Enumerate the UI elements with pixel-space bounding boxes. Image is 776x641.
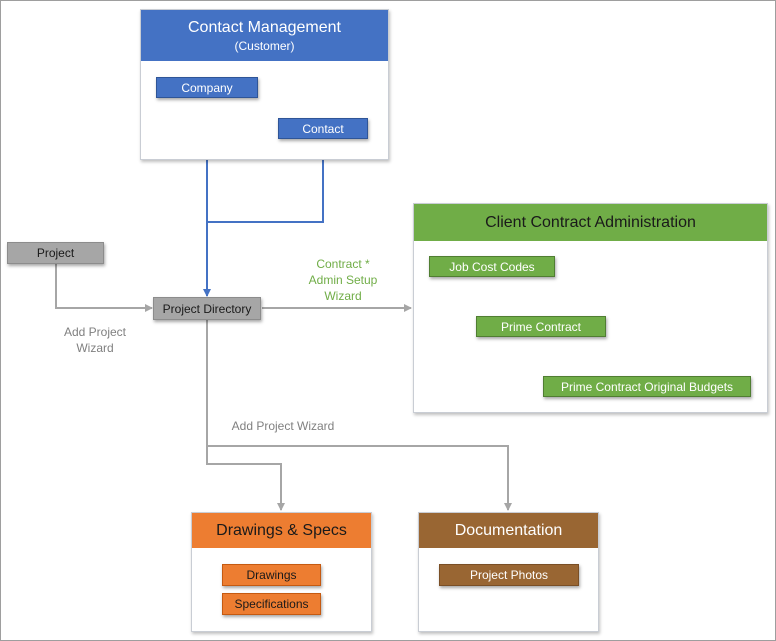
job-cost-codes-box: Job Cost Codes: [429, 256, 555, 277]
company-box: Company: [156, 77, 258, 98]
contact-management-title: Contact Management: [188, 19, 341, 36]
prime-contract-budgets-box: Prime Contract Original Budgets: [543, 376, 751, 397]
project-box: Project: [7, 242, 104, 264]
project-photos-box: Project Photos: [439, 564, 579, 586]
add-project-wizard-label-bottom: Add Project Wizard: [231, 419, 335, 433]
documentation-title: Documentation: [419, 513, 598, 548]
client-contract-title: Client Contract Administration: [414, 204, 767, 241]
documentation-panel: Documentation: [418, 512, 599, 632]
prime-contract-box: Prime Contract: [476, 316, 606, 337]
drawings-box: Drawings: [222, 564, 321, 586]
contract-admin-setup-wizard-label: Contract * Admin Setup Wizard: [308, 257, 378, 303]
directory-to-documentation-arrow: [207, 445, 512, 511]
contact-box: Contact: [278, 118, 368, 139]
project-to-directory-arrow: [55, 264, 153, 312]
add-project-wizard-label-left: Add Project Wizard: [63, 325, 127, 355]
contact-management-subtitle: (Customer): [234, 39, 295, 53]
project-directory-box: Project Directory: [153, 297, 261, 320]
directory-to-drawings-arrow: [206, 320, 285, 511]
specifications-box: Specifications: [222, 593, 321, 615]
drawings-specs-title: Drawings & Specs: [192, 513, 371, 548]
contact-to-directory-line: [207, 139, 324, 223]
contact-management-header: Contact Management (Customer): [141, 10, 388, 61]
